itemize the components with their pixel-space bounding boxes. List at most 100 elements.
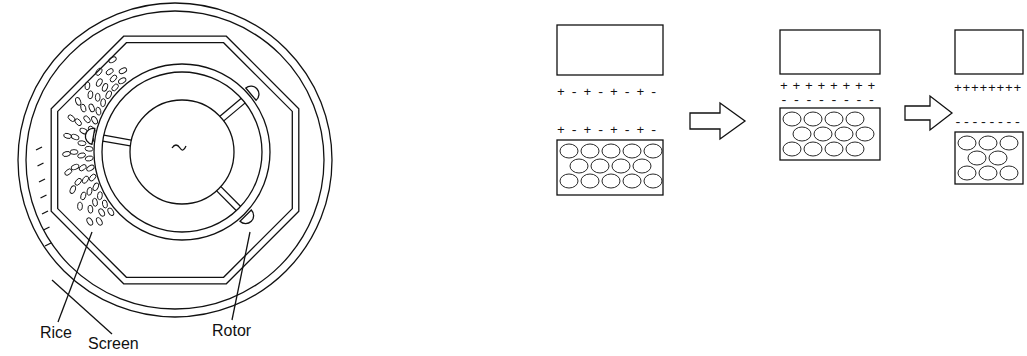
rice-grain	[78, 163, 87, 172]
rice-grain	[623, 174, 641, 188]
charge-row: --------	[780, 94, 880, 107]
rice-grain	[804, 112, 822, 126]
upper-plate	[955, 30, 1023, 74]
leader-line	[232, 232, 250, 320]
screen-ticks	[36, 147, 51, 246]
charge-row: +-+-+-+-	[557, 86, 663, 99]
upper-plate	[780, 30, 880, 74]
rice-grain	[95, 93, 100, 101]
rotor-core	[130, 100, 234, 204]
housing-inner	[26, 11, 324, 309]
rice-grain	[78, 140, 86, 146]
screen-tick	[39, 179, 45, 182]
rice-layer	[955, 132, 1023, 184]
rice-grain	[63, 133, 72, 140]
rice-grain	[95, 78, 103, 87]
part-label: Screen	[88, 335, 139, 353]
rice-grain	[95, 67, 103, 76]
rice-grain	[612, 159, 630, 173]
paddle-slot	[221, 187, 241, 207]
rice-grain	[77, 202, 82, 210]
rice-grain	[88, 91, 94, 99]
rice-grain	[88, 103, 95, 112]
rice-grain	[74, 177, 83, 186]
rice-grain	[101, 83, 108, 92]
rice-grain	[118, 77, 127, 85]
rice-grain	[644, 174, 662, 188]
screen-tick	[42, 211, 48, 214]
rice-grain	[92, 198, 98, 207]
rice-grain	[804, 142, 822, 156]
rice-grain	[83, 115, 92, 124]
paddle-head	[246, 86, 259, 100]
rice-grain	[846, 112, 864, 126]
rice-grain	[80, 191, 87, 200]
rice-grain	[979, 136, 997, 150]
rice-grain	[85, 146, 93, 152]
rice-grain	[67, 114, 76, 123]
rice-grain	[968, 151, 986, 165]
rice-grain	[77, 152, 86, 159]
rice-grain	[105, 67, 114, 76]
rice-grain	[100, 98, 106, 106]
rice-grain	[80, 104, 87, 113]
rice-grain	[98, 208, 106, 217]
rotor-ring-inner	[102, 72, 262, 232]
rice-grain	[644, 144, 662, 158]
rice-grain	[846, 142, 864, 156]
rice-grain	[102, 200, 108, 209]
rice-grain	[107, 207, 115, 216]
rice-grain	[91, 116, 99, 125]
rice-grain	[88, 173, 97, 182]
outer-housing	[18, 3, 332, 317]
rice-grain	[1000, 136, 1018, 150]
rice-grain	[602, 144, 620, 158]
rice-grain	[825, 112, 843, 126]
rice-grain	[591, 159, 609, 173]
rice-grain	[75, 97, 82, 106]
rice-grain	[1000, 166, 1018, 180]
charge-row: --------	[954, 116, 1022, 129]
paddle-slot	[224, 103, 245, 121]
rotor-ring	[94, 64, 270, 240]
process-arrow	[690, 103, 745, 139]
charge-row: ++++++++	[780, 80, 880, 93]
rice-layer	[557, 140, 663, 195]
rice-grain	[86, 217, 94, 226]
rice-grain	[560, 174, 578, 188]
rice-grain	[633, 159, 651, 173]
rice-grain	[64, 168, 73, 177]
rice-grain	[118, 67, 127, 75]
rice-grain	[783, 112, 801, 126]
rice-grain	[95, 107, 101, 116]
charge-row: +-+-+-+-	[557, 124, 663, 137]
rice-grain	[105, 90, 113, 99]
rice-grain	[570, 159, 588, 173]
rice-grain	[623, 144, 641, 158]
rice-grain	[85, 82, 91, 90]
paddle-slot	[103, 141, 131, 146]
screen-tick	[36, 147, 42, 150]
rice-grain	[783, 142, 801, 156]
rice-grain	[825, 142, 843, 156]
rice-grain	[81, 175, 89, 184]
rice-grain	[95, 217, 103, 226]
paddle-head	[85, 128, 94, 144]
screen-tick	[44, 227, 50, 230]
screen-inner-outline	[58, 43, 293, 278]
part-label: Rotor	[212, 322, 251, 340]
rice-grain	[111, 83, 120, 92]
rice-grain	[88, 205, 94, 213]
rice-grain	[86, 164, 95, 172]
rice-grain	[109, 74, 118, 83]
paddle-slot	[217, 191, 237, 211]
rice-grain	[979, 166, 997, 180]
rice-grain	[856, 127, 874, 141]
rice-grain	[70, 150, 78, 155]
upper-plate	[557, 25, 663, 75]
rice-grain	[581, 144, 599, 158]
rice-layer	[780, 108, 880, 160]
leader-line	[58, 232, 92, 322]
screen-tick	[45, 243, 51, 246]
